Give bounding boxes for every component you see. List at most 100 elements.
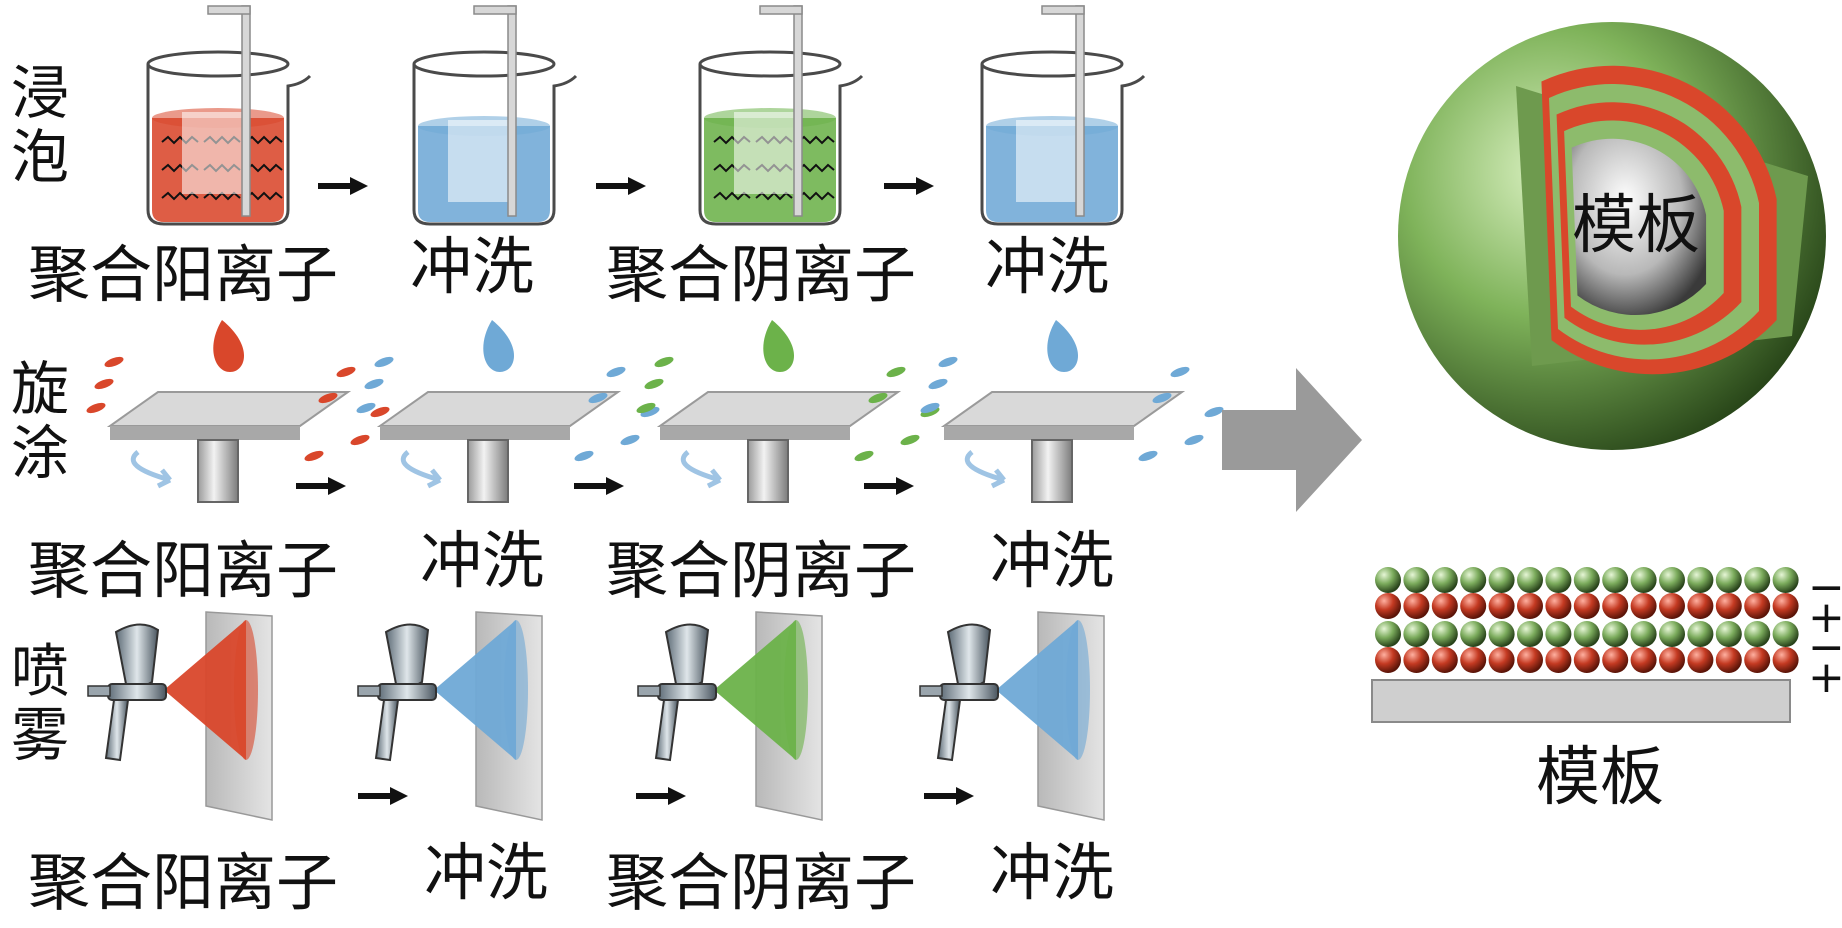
layer-sign-4: + — [1808, 652, 1842, 703]
substrate-base — [1371, 679, 1791, 723]
spray-drop — [1170, 366, 1190, 378]
big-right-arrow — [1222, 368, 1362, 512]
particle — [1573, 647, 1600, 673]
gun-body — [107, 683, 167, 701]
particle — [1602, 647, 1629, 673]
spin-post — [467, 439, 509, 503]
beaker — [698, 5, 864, 226]
spray-station — [87, 611, 273, 821]
particle — [1488, 621, 1515, 647]
slide-holder — [241, 5, 251, 217]
spray-drop — [868, 392, 888, 404]
particle — [1545, 621, 1572, 647]
particle — [1545, 647, 1572, 673]
spin-plate-edge — [380, 426, 570, 440]
spray-drop — [304, 450, 324, 462]
spray-drop — [356, 402, 376, 414]
spin-post — [1031, 439, 1073, 503]
particle — [1659, 621, 1685, 647]
gun-cup — [946, 623, 992, 688]
gun-cup — [114, 623, 160, 688]
particle — [1375, 567, 1401, 593]
particle — [1772, 647, 1799, 673]
particle — [1431, 593, 1458, 619]
spray-drop — [886, 366, 906, 378]
slide-holder — [507, 5, 517, 217]
spin-step-rinse2-label: 冲洗 — [990, 524, 1115, 597]
spray-station — [637, 611, 823, 821]
particle — [1460, 621, 1487, 647]
particle — [1431, 567, 1458, 593]
particle — [1659, 567, 1685, 593]
beaker-rim — [146, 50, 290, 78]
polymer-chain — [245, 135, 283, 145]
spin-plate — [106, 391, 352, 427]
spray-drop — [364, 378, 384, 390]
gun-cup — [664, 623, 710, 688]
method-label-dip: 浸泡 — [1, 62, 69, 190]
substrate-slide — [734, 112, 794, 194]
particle — [1772, 567, 1799, 593]
droplet — [483, 320, 514, 372]
spray-drop — [636, 402, 656, 414]
particle — [1659, 647, 1685, 673]
dip-step-rinse2-label: 冲洗 — [985, 230, 1110, 303]
particle — [1659, 593, 1685, 619]
particle — [1573, 567, 1600, 593]
slide-holder — [793, 5, 803, 217]
substrate-slide — [448, 120, 508, 202]
spray-drop — [654, 356, 674, 368]
spin-step-anion-label: 聚合阴离子 — [606, 534, 917, 607]
slide-clip — [1041, 5, 1085, 15]
particle — [1517, 621, 1543, 647]
spray-drop — [86, 402, 106, 414]
spray-cone-face — [1066, 620, 1090, 760]
spray-drop — [1184, 434, 1204, 446]
slide-clip — [473, 5, 517, 15]
layered-substrate — [1371, 567, 1799, 723]
particle — [1460, 647, 1487, 673]
spray-cone-face — [504, 620, 528, 760]
spin-step-rinse1-label: 冲洗 — [420, 524, 545, 597]
slide-clip — [759, 5, 803, 15]
beaker — [980, 5, 1146, 226]
slide-holder — [1075, 5, 1085, 217]
gun-handle — [374, 699, 400, 762]
particle — [1517, 567, 1543, 593]
particle — [1630, 647, 1657, 673]
beaker-glass — [698, 64, 864, 226]
particle — [1488, 647, 1515, 673]
row1-arrow-3 — [884, 177, 934, 195]
spin-step-cation-label: 聚合阳离子 — [28, 534, 339, 607]
particle — [1517, 593, 1543, 619]
polymer-chain — [797, 191, 835, 201]
spray-cone — [434, 620, 516, 760]
particle — [1488, 593, 1515, 619]
droplet — [763, 320, 794, 372]
gun-knob — [357, 685, 381, 697]
particle — [1715, 567, 1742, 593]
spin-plate — [376, 391, 622, 427]
spin-coater — [920, 320, 1224, 503]
particle — [1460, 567, 1487, 593]
spray-cone-face — [784, 620, 808, 760]
particle — [1630, 621, 1657, 647]
spray-drop — [94, 378, 114, 390]
particle — [1602, 621, 1629, 647]
spin-plate — [940, 391, 1186, 427]
particle — [1687, 621, 1714, 647]
layer-sign-3: − — [1808, 622, 1842, 673]
particle — [1772, 593, 1799, 619]
spray-cone-face — [234, 620, 258, 760]
dip-step-anion-label: 聚合阴离子 — [606, 238, 917, 311]
particle — [1517, 647, 1543, 673]
slide-clip — [207, 5, 251, 15]
spray-drop — [350, 434, 370, 446]
gun-body — [939, 683, 999, 701]
row2-arrow-1 — [296, 477, 346, 495]
spray-drop — [574, 450, 594, 462]
particle — [1403, 593, 1430, 619]
gun-body — [377, 683, 437, 701]
particle — [1403, 567, 1430, 593]
